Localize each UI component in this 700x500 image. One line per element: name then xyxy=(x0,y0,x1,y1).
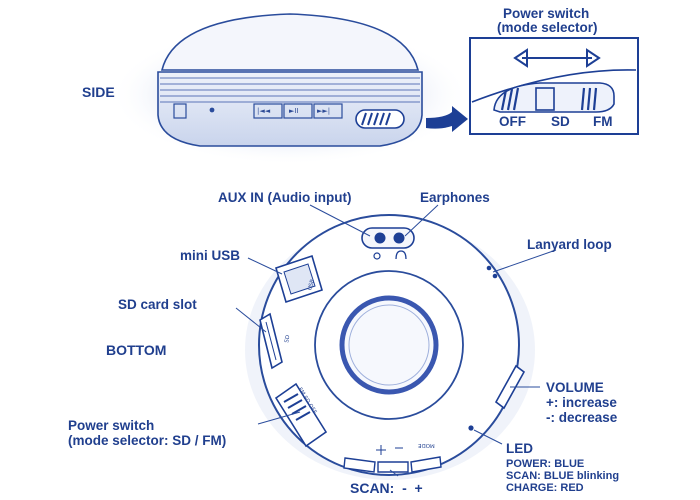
lanyard-loop-label: Lanyard loop xyxy=(527,237,612,252)
led-scan-label: SCAN: BLUE blinking xyxy=(506,470,620,482)
side-view-device xyxy=(110,13,470,165)
sd-card-slot-label: SD card slot xyxy=(118,297,197,312)
led-label: LED xyxy=(506,441,533,456)
volume-minus-label: -: decrease xyxy=(546,410,618,425)
mode-mark: MODE xyxy=(418,442,435,448)
zoom-arrow xyxy=(426,106,468,132)
scan-label: SCAN: - + xyxy=(350,480,423,496)
inset-title-line1: Power switch xyxy=(503,6,590,21)
next-button-icon: ►►| xyxy=(317,107,331,115)
side-title: SIDE xyxy=(82,84,115,100)
power-switch-inset xyxy=(469,37,639,135)
inset-off-label: OFF xyxy=(499,114,526,129)
leader-lines xyxy=(235,204,557,477)
volume-plus-label: +: increase xyxy=(546,395,617,410)
inset-title-line2: (mode selector) xyxy=(497,20,598,35)
prev-button-icon: |◄◄ xyxy=(257,107,271,115)
power-switch-label-line1: Power switch xyxy=(68,418,155,433)
aux-in-label: AUX IN (Audio input) xyxy=(218,190,352,205)
led-charge-label: CHARGE: RED xyxy=(506,482,584,494)
audio-ports xyxy=(361,227,415,249)
inset-sd-label: SD xyxy=(551,114,570,129)
inset-fm-label: FM xyxy=(593,114,613,129)
bottom-title: BOTTOM xyxy=(106,342,167,358)
volume-label: VOLUME xyxy=(546,380,604,395)
power-switch-label-line2: (mode selector: SD / FM) xyxy=(68,433,227,448)
center-ring xyxy=(339,295,439,395)
bottom-power-switch xyxy=(274,382,328,448)
led-indicator xyxy=(468,425,474,431)
play-pause-button-icon: ►II xyxy=(289,107,299,115)
earphones-label: Earphones xyxy=(420,190,490,205)
led-power-label: POWER: BLUE xyxy=(506,458,585,470)
mini-usb-label: mini USB xyxy=(180,248,241,263)
bottom-view-device xyxy=(245,214,535,480)
